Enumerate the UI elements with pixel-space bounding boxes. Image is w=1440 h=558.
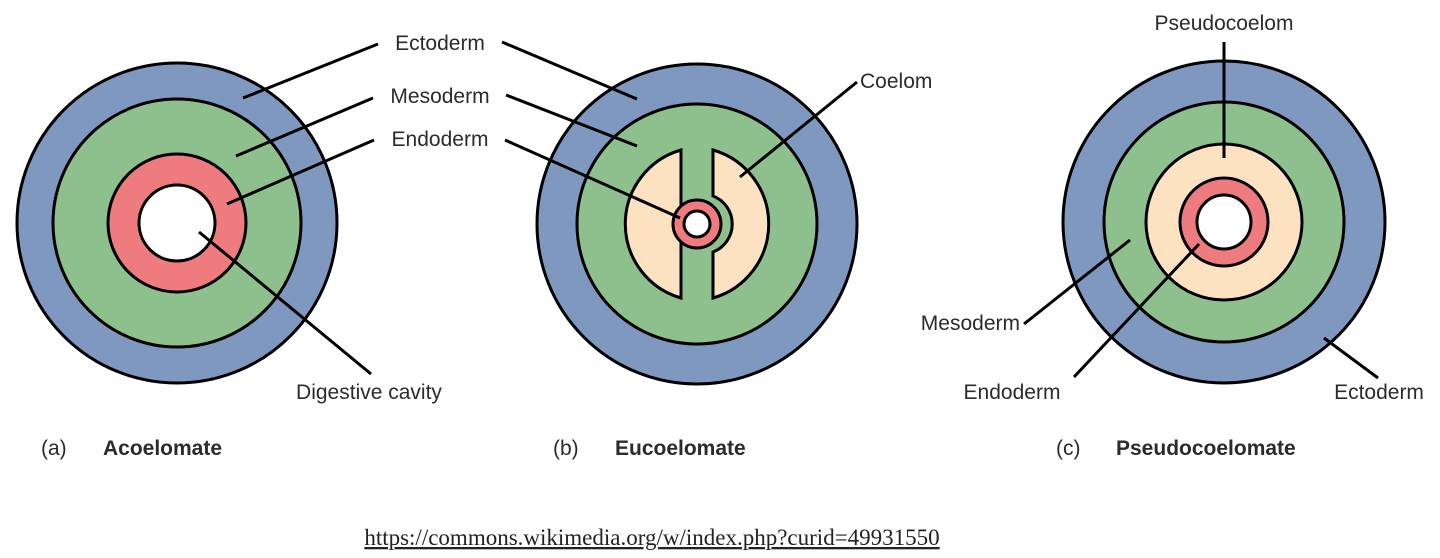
eucoelomate-figure <box>535 62 859 386</box>
acoelomate-digestive-cavity <box>137 183 217 263</box>
panel-captions: (a) Acoelomate (b) Eucoelomate (c) Pseud… <box>41 437 1296 460</box>
eucoelomate-coelom-left <box>623 148 683 300</box>
leader-digestive-cavity <box>198 230 372 376</box>
leader-mesoderm-b <box>505 93 638 148</box>
leader-endoderm-b <box>504 138 681 220</box>
layer-labels: Ectoderm Mesoderm Endoderm Digestive cav… <box>296 12 1424 404</box>
leader-mesoderm-a <box>235 96 374 158</box>
caption-title-c: Pseudocoelomate <box>1116 437 1296 460</box>
caption-title-b: Eucoelomate <box>615 437 746 460</box>
source-link[interactable]: https://commons.wikimedia.org/w/index.ph… <box>364 525 939 550</box>
leader-ectoderm-a <box>242 42 379 100</box>
eucoelomate-coelom-right <box>711 148 771 300</box>
caption-letter-b: (b) <box>553 437 579 460</box>
label-mesoderm-c: Mesoderm <box>921 312 1020 335</box>
leader-lines <box>198 40 1379 380</box>
pseudocoelomate-digestive-cavity <box>1195 193 1253 251</box>
label-coelom: Coelom <box>860 70 932 93</box>
leader-mesoderm-c <box>1023 238 1131 326</box>
label-endoderm-c: Endoderm <box>964 381 1061 404</box>
label-mesoderm-shared: Mesoderm <box>390 85 489 108</box>
acoelomate-figure <box>15 61 339 385</box>
leader-endoderm-a <box>226 138 375 206</box>
label-endoderm-shared: Endoderm <box>392 128 489 151</box>
label-digestive-cavity: Digestive cavity <box>296 381 442 404</box>
eucoelomate-digestive-cavity <box>682 209 712 239</box>
leader-ectoderm-c <box>1323 336 1379 380</box>
leader-coelom <box>739 80 858 179</box>
label-ectoderm-shared: Ectoderm <box>395 32 485 55</box>
label-pseudocoelom: Pseudocoelom <box>1155 12 1294 35</box>
leader-endoderm-c <box>1072 242 1201 379</box>
leader-ectoderm-b <box>501 40 638 101</box>
caption-title-a: Acoelomate <box>103 437 222 460</box>
label-ectoderm-c: Ectoderm <box>1334 381 1424 404</box>
caption-letter-a: (a) <box>41 437 67 460</box>
caption-letter-c: (c) <box>1056 437 1081 460</box>
